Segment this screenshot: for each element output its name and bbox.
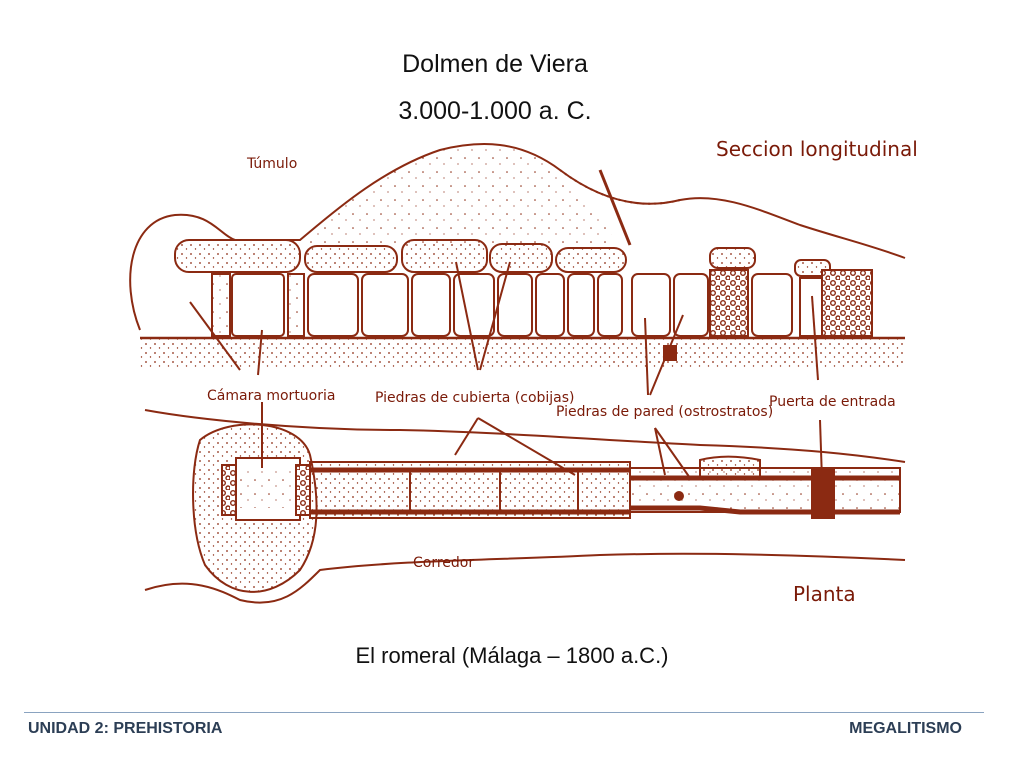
dolmen-diagram: Túmulo Seccion longitudinal Cámara mortu…	[129, 137, 918, 606]
footer-topic: MEGALITISMO	[849, 720, 962, 737]
plan-view	[144, 402, 906, 604]
longitudinal-section	[129, 143, 906, 396]
figure-caption: El romeral (Málaga – 1800 a.C.)	[355, 643, 669, 668]
label-tumulo: Túmulo	[246, 156, 297, 172]
section-heading: Seccion longitudinal	[716, 137, 918, 161]
label-puerta-entrada: Puerta de entrada	[769, 394, 896, 410]
plan-heading: Planta	[793, 582, 856, 606]
label-corredor: Corredor	[413, 555, 474, 571]
label-camara-mortuoria: Cámara mortuoria	[207, 388, 335, 404]
slide-title: Dolmen de Viera	[402, 50, 588, 78]
tumulus-outline	[129, 143, 906, 331]
label-piedras-pared: Piedras de pared (ostrostratos)	[556, 404, 773, 420]
footer-divider	[24, 712, 984, 713]
label-piedras-cubierta: Piedras de cubierta (cobijas)	[375, 390, 575, 406]
footer-unit: UNIDAD 2: PREHISTORIA	[28, 720, 223, 737]
slide-date-range: 3.000-1.000 a. C.	[398, 97, 592, 125]
